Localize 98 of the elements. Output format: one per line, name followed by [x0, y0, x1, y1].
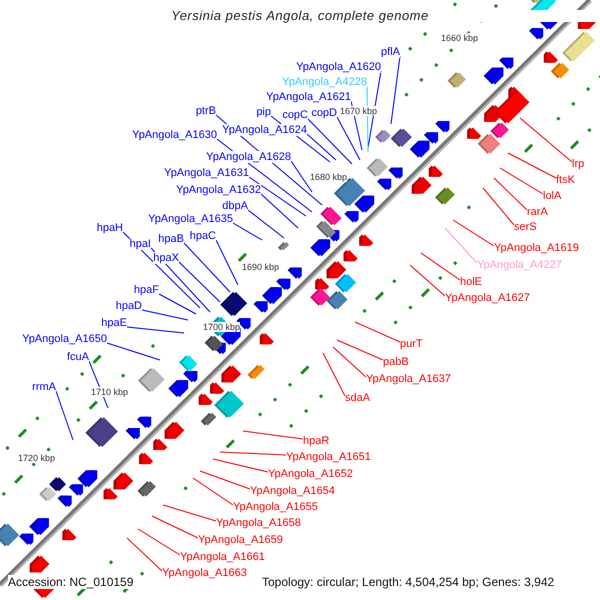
gene-label: hpaB: [158, 233, 184, 245]
gene-label: YpAngola_A4228: [282, 76, 367, 88]
gene-label: YpAngola_A1631: [164, 167, 249, 179]
gene-label: YpAngola_A1635: [148, 213, 233, 225]
gene-label: purT: [400, 338, 423, 350]
gene-label: pabB: [383, 356, 409, 368]
info-text: Topology: circular; Length: 4,504,254 bp; Genes: 3,942: [262, 575, 554, 589]
scale-label: 1720 kbp: [18, 453, 56, 463]
gene-label: hpaF: [134, 284, 159, 296]
leader-line: [212, 458, 268, 472]
leader-line: [444, 228, 478, 264]
leader-line: [122, 232, 200, 308]
gene-label: YpAngola_A1632: [176, 184, 261, 196]
gene-label: hpaX: [153, 252, 179, 264]
gene-label: YpAngola_A1661: [180, 551, 265, 563]
gene-label: pip: [256, 106, 271, 118]
gene-label: sdaA: [345, 392, 370, 404]
gene-label: YpAngola_A1654: [250, 485, 335, 497]
leader-line: [410, 264, 446, 296]
leader-line: [192, 478, 234, 506]
leader-line: [368, 70, 382, 148]
leader-line: [216, 240, 238, 286]
scale-label: 1660 kbp: [441, 33, 478, 43]
gene-label: holE: [460, 276, 482, 288]
gene-label: hpaH: [96, 222, 123, 234]
gene-label: lolA: [543, 190, 562, 202]
leader-line: [508, 152, 556, 178]
gene-label: hpaR: [303, 435, 330, 447]
leader-line: [158, 294, 196, 314]
leader-line: [290, 160, 312, 192]
leader-line: [452, 220, 494, 246]
gene-label: serS: [514, 221, 537, 233]
leader-line: [152, 516, 198, 538]
gene-label: hpaC: [190, 230, 216, 242]
leader-line: [260, 194, 298, 228]
leader-line: [390, 56, 400, 124]
gene-label: fcuA: [66, 351, 89, 363]
gene-label: rarA: [527, 206, 548, 218]
gene-label: YpAngola_A1621: [266, 91, 351, 103]
info-text: Accession: NC_010159: [8, 575, 134, 589]
gene-label: ftsK: [556, 174, 575, 186]
gene-label: copD: [311, 107, 337, 119]
scale-label: 1700 kbp: [203, 322, 240, 332]
gene-label: YpAngola_A1663: [162, 567, 247, 579]
gene-label: rrmA: [32, 381, 56, 393]
leader-line: [106, 342, 160, 360]
leader-line: [332, 346, 366, 378]
leader-line: [242, 430, 304, 440]
leader-line: [142, 310, 188, 320]
gene-label: YpAngola_A1651: [286, 451, 371, 463]
gene-label: YpAngola_A1627: [445, 292, 530, 304]
gene-label: copC: [282, 109, 308, 121]
gene-label: YpAngola_A1628: [206, 151, 291, 163]
gene-label: YpAngola_A1655: [233, 501, 318, 513]
leader-line: [482, 188, 514, 226]
leader-line: [220, 452, 286, 456]
gene-label: YpAngola_A1658: [216, 517, 301, 529]
leader-line: [494, 178, 528, 210]
leader-line: [248, 176, 306, 216]
gene-label: hpaI: [130, 238, 151, 250]
leader-line: [200, 470, 250, 490]
gene-label: YpAngola_A1650: [22, 333, 107, 345]
leader-line: [184, 242, 230, 292]
leader-line: [336, 340, 384, 360]
leader-line: [420, 252, 460, 280]
gene-label: YpAngola_A1637: [366, 373, 451, 385]
leader-line: [354, 322, 400, 342]
gene-label: hpaD: [116, 300, 142, 312]
gene-label: YpAngola_A1620: [296, 61, 381, 73]
gene-label: dbpA: [222, 200, 248, 212]
leader-line: [178, 262, 220, 302]
gene-label: ptrB: [196, 105, 216, 117]
leader-line: [138, 528, 180, 556]
leader-line: [308, 118, 352, 164]
gene-label: hpaE: [101, 317, 127, 329]
leader-line: [56, 390, 74, 440]
gene-label: lrp: [572, 158, 584, 170]
scale-label: 1670 kbp: [340, 106, 378, 116]
leader-line: [306, 134, 336, 160]
gene-label: YpAngola_A4227: [477, 259, 562, 271]
leader-line: [126, 538, 162, 572]
leader-line: [336, 116, 360, 160]
leader-line: [520, 118, 572, 162]
leader-line: [162, 504, 216, 522]
gene-label: YpAngola_A1624: [222, 124, 307, 136]
leader-line: [322, 352, 346, 396]
gene-label: YpAngola_A1659: [198, 534, 283, 546]
gene-label: YpAngola_A1619: [494, 242, 579, 254]
gene-label: pflA: [381, 46, 400, 58]
gene-label: YpAngola_A1630: [132, 129, 217, 141]
leader-line: [232, 222, 262, 240]
scale-label: 1680 kbp: [310, 172, 348, 182]
scale-label: 1690 kbp: [242, 262, 280, 272]
scale-label: 1710 kbp: [91, 387, 128, 397]
gene-label: YpAngola_A1652: [268, 468, 353, 480]
leader-line: [248, 210, 284, 238]
leader-line: [126, 326, 184, 334]
leader-line: [500, 168, 544, 194]
